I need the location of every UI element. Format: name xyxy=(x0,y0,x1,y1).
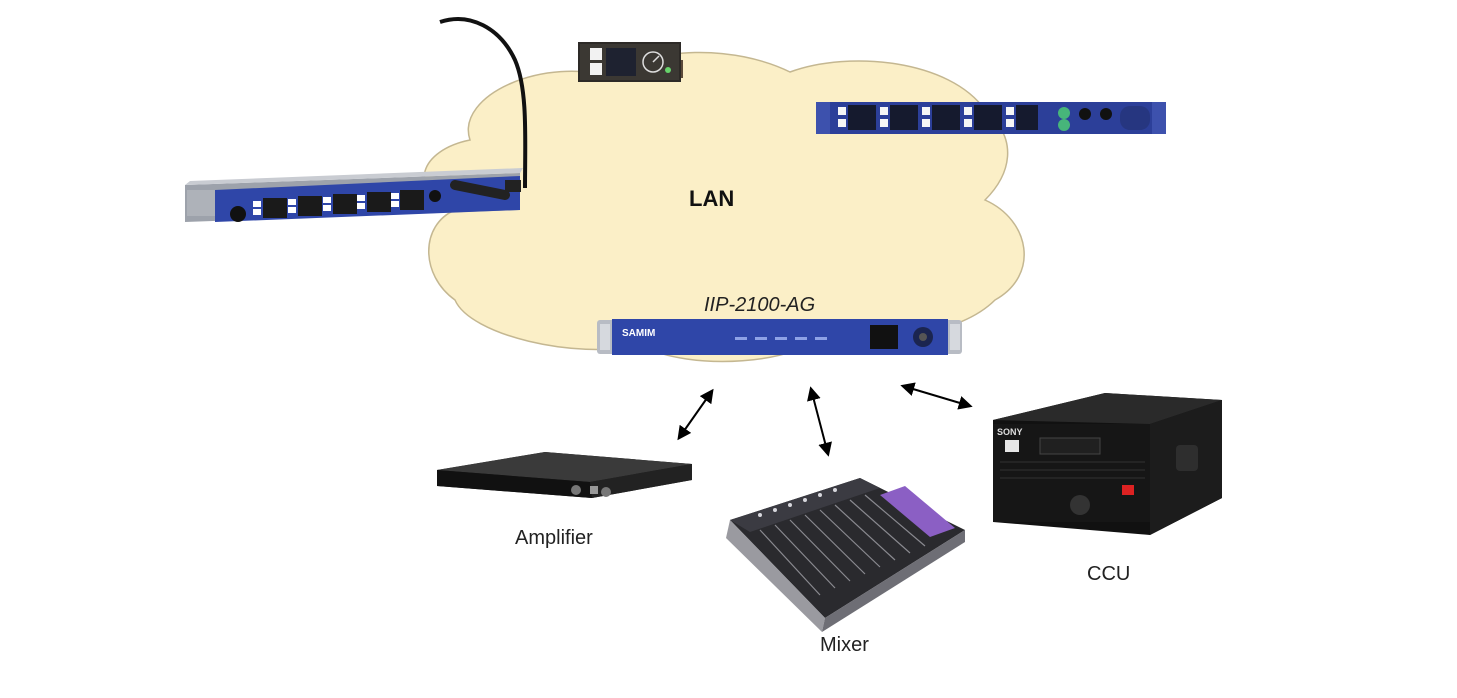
mixer-label: Mixer xyxy=(820,634,869,656)
ccu-label: CCU xyxy=(1087,563,1131,585)
ccu-brand: SONY xyxy=(997,427,1023,437)
amplifier-device xyxy=(437,452,692,498)
ccu-device xyxy=(993,393,1222,535)
arrow-amplifier xyxy=(677,388,714,441)
gateway-device xyxy=(597,319,962,355)
beltpack-device xyxy=(578,42,683,82)
mixer-device xyxy=(726,478,965,632)
arrow-ccu xyxy=(900,382,973,410)
rack-panel-top-right xyxy=(816,102,1166,134)
intercom-panel-left xyxy=(185,17,528,222)
lan-label: LAN xyxy=(689,186,735,211)
gateway-brand: SAMIM xyxy=(622,328,655,339)
amplifier-label: Amplifier xyxy=(515,527,593,549)
gateway-model-label: IIP-2100-AG xyxy=(704,294,816,316)
arrow-mixer xyxy=(807,386,832,457)
